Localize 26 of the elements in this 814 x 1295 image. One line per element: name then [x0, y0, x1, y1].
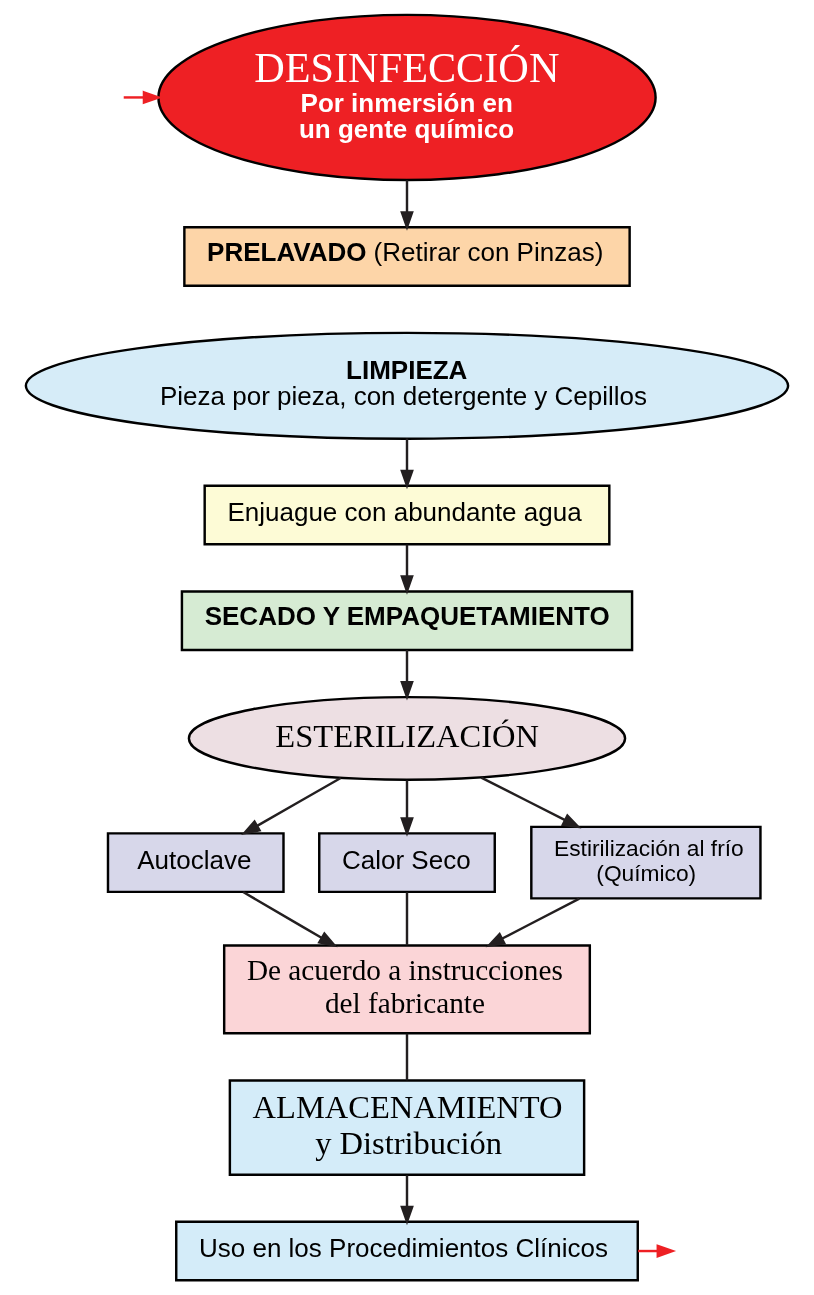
arrow [242, 890, 338, 948]
arrow [400, 438, 414, 490]
connector [405, 892, 409, 946]
arrow [241, 776, 342, 836]
arrow [480, 776, 582, 829]
arrow [400, 780, 414, 837]
node-box: ALMACENAMIENTO y Distribución [228, 1079, 586, 1176]
node-ellipse: DESINFECCIÓN Por inmersión en un gente químico [157, 13, 657, 182]
arrow [400, 180, 414, 231]
connector [405, 1033, 409, 1081]
arrow [400, 650, 414, 701]
node-box: Estirilización al frío (Químico) [530, 825, 762, 900]
node-ellipse: LIMPIEZA Pieza por pieza, con detergente y Cepillos [24, 331, 790, 440]
node-box: Autoclave [106, 832, 285, 894]
node-box: SECADO Y EMPAQUETAMIENTO [180, 590, 634, 652]
node-box: De acuerdo a instrucciones del fabricante [222, 944, 592, 1035]
node-ellipse: ESTERILIZACIÓN [187, 695, 627, 781]
node-box: Enjuague con abundante agua [203, 484, 611, 546]
arrow [485, 897, 580, 948]
arrow [400, 544, 414, 595]
arrow [638, 1244, 677, 1258]
node-box: Uso en los Procedimientos Clínicos [175, 1220, 639, 1282]
arrow [400, 1175, 414, 1226]
node-box: PRELAVADO (Retirar con Pinzas) [183, 226, 631, 288]
node-box: Calor Seco [318, 832, 496, 894]
arrow [123, 90, 163, 105]
